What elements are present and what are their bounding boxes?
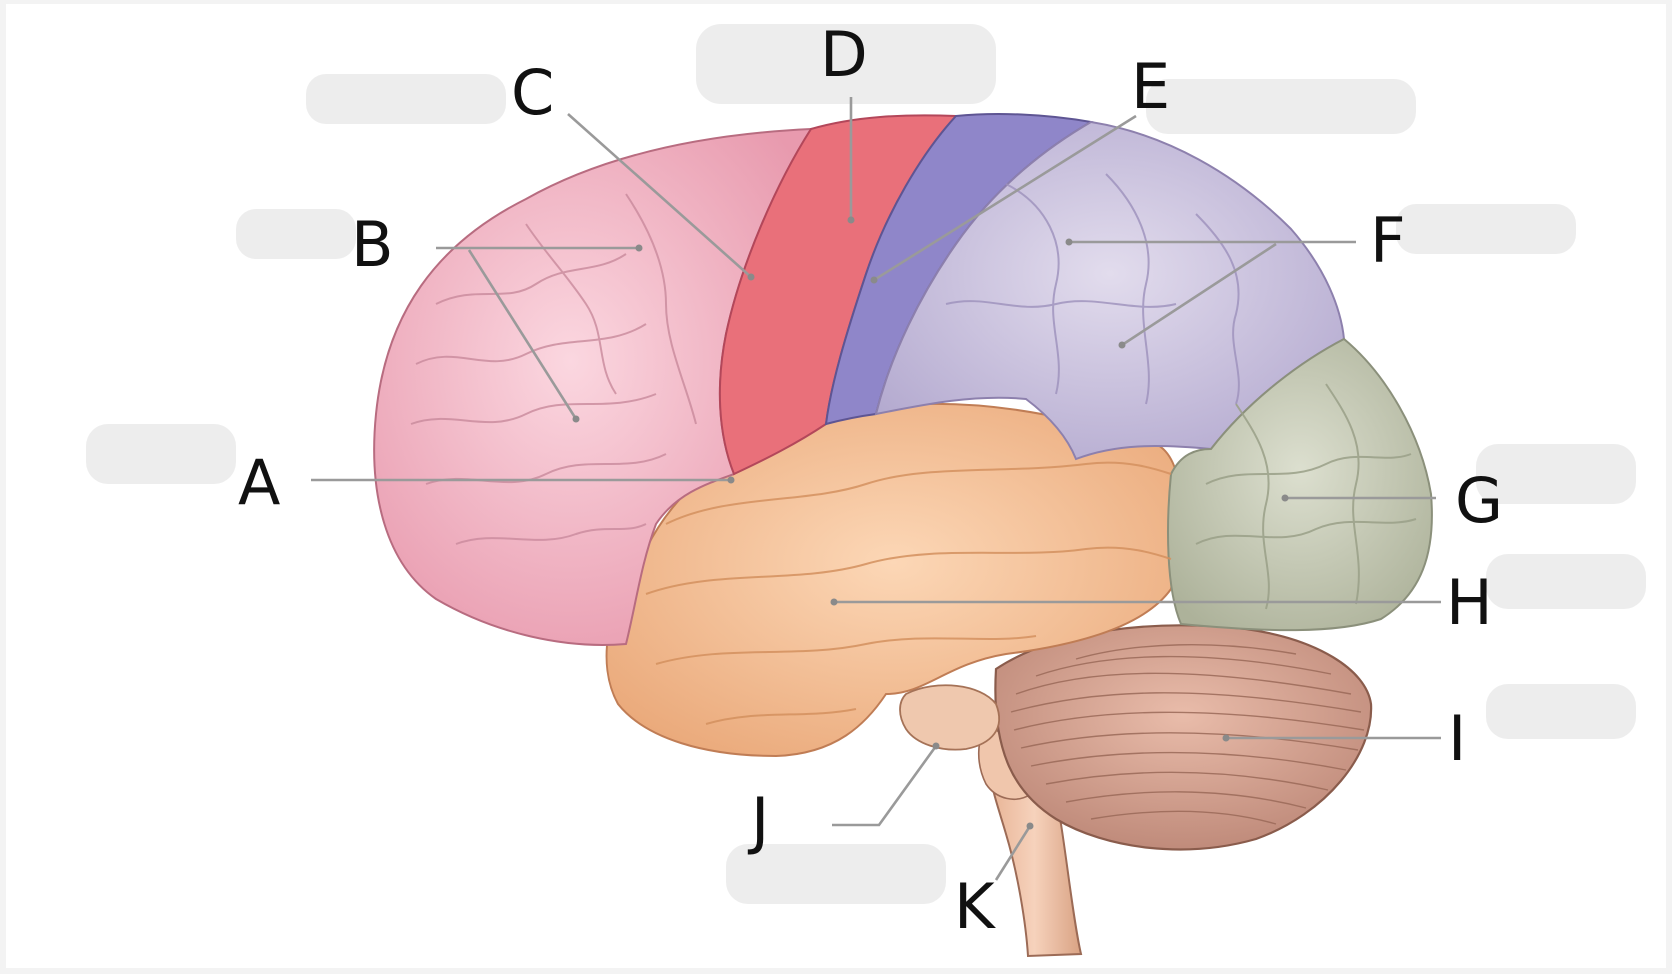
label-b: B <box>351 208 394 281</box>
occipital-lobe-region <box>1167 337 1433 632</box>
frontal-gyri <box>410 193 697 545</box>
label-letters: A B C D E F G H I J K <box>238 18 1503 943</box>
parietal-gyri <box>945 173 1240 405</box>
label-c: C <box>511 56 554 129</box>
temporal-gyri <box>645 461 1172 725</box>
midbrain-region <box>899 684 1001 751</box>
diagram-frame: A B C D E F G H I J K <box>6 4 1666 968</box>
label-g: G <box>1455 464 1503 537</box>
label-h: H <box>1446 566 1493 639</box>
label-k: K <box>954 870 996 943</box>
leader-lines <box>311 97 1441 881</box>
label-f: F <box>1370 204 1406 277</box>
label-a: A <box>238 446 280 519</box>
label-i: I <box>1448 702 1466 775</box>
cerebellum-folia <box>1010 644 1365 825</box>
label-d: D <box>820 18 868 91</box>
occipital-gyri <box>1195 383 1417 610</box>
cerebellum-region <box>994 624 1373 851</box>
label-j: J <box>747 784 769 857</box>
obscured-text-areas <box>86 24 1646 904</box>
brain-lateral-view-diagram: A B C D E F G H I J K <box>86 18 1646 958</box>
label-e: E <box>1131 50 1170 123</box>
